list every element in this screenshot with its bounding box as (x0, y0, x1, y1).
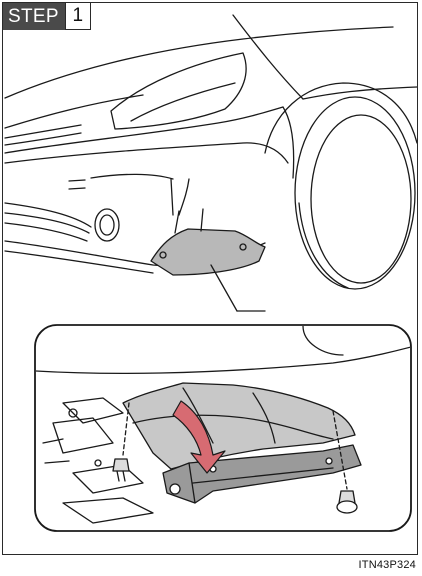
car-front (5, 15, 417, 289)
step-label: STEP (3, 3, 65, 30)
headlight (111, 53, 246, 129)
car-front-illustration (3, 3, 418, 555)
step-number: 1 (65, 3, 91, 30)
detail-inset (35, 325, 411, 531)
callout-pointer (211, 265, 237, 311)
illustration-frame: STEP 1 (2, 2, 418, 555)
engine-undercover-small (151, 229, 265, 275)
front-tire (295, 97, 415, 289)
fog-lamp (95, 209, 119, 241)
figure-code: ITN43P324 (359, 559, 416, 571)
step-badge: STEP 1 (3, 3, 91, 30)
right-clip (337, 491, 357, 513)
